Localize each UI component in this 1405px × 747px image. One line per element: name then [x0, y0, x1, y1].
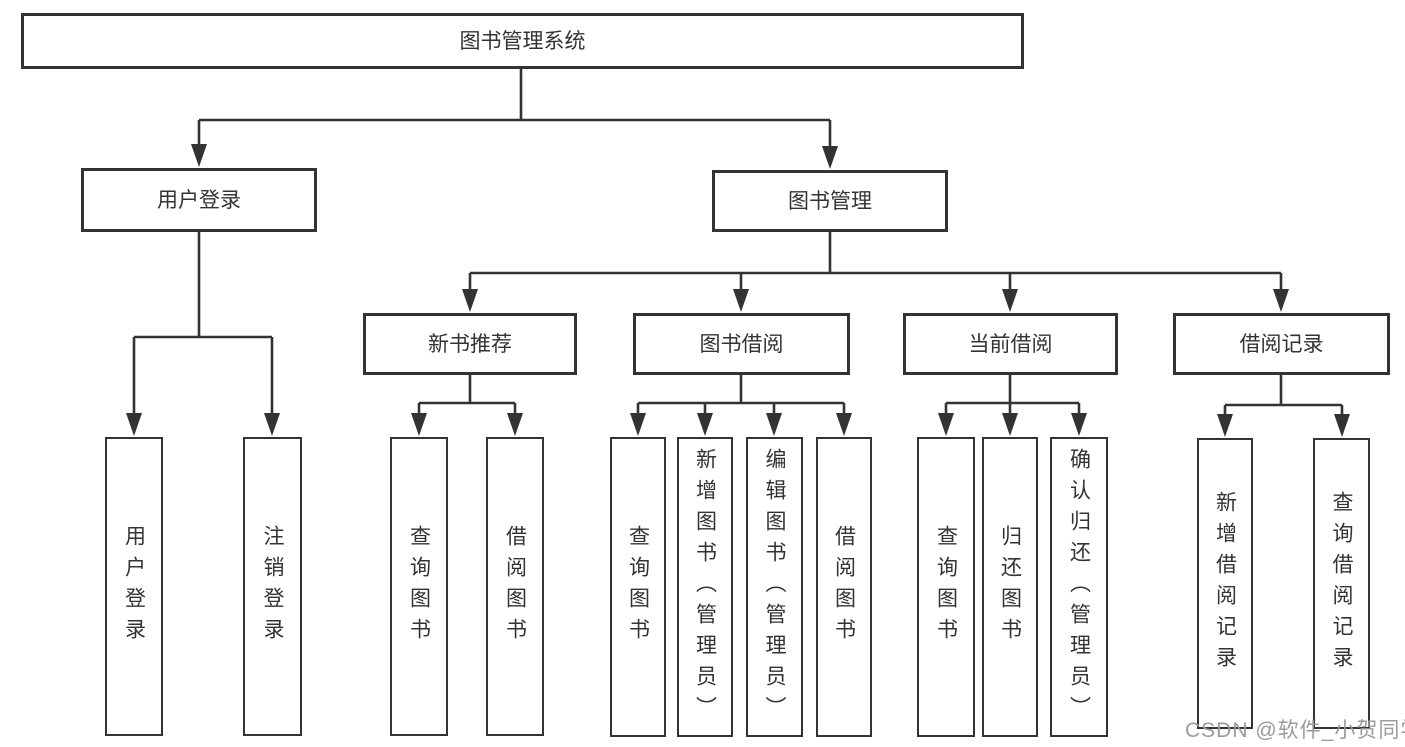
leaf-borrow-book-2: 借阅图书: [816, 437, 872, 737]
leaf-confirm-return-admin: 确认归还（管理员）: [1050, 437, 1108, 737]
leaf-query-book-2: 查询图书: [610, 437, 666, 737]
leaf-add-borrow-record: 新增借阅记录: [1197, 438, 1253, 729]
node-book-management: 图书管理: [712, 170, 948, 232]
leaf-user-login: 用户登录: [105, 437, 163, 736]
leaf-query-book-1: 查询图书: [390, 437, 448, 736]
arrowhead-icons: [126, 144, 1350, 437]
leaf-logout-login: 注销登录: [243, 437, 302, 736]
node-current-borrow: 当前借阅: [903, 313, 1118, 375]
leaf-borrow-book-1: 借阅图书: [486, 437, 544, 736]
leaf-add-book-admin: 新增图书（管理员）: [677, 437, 733, 737]
node-new-book-recommend: 新书推荐: [363, 313, 577, 375]
leaf-query-borrow-record: 查询借阅记录: [1313, 438, 1370, 729]
node-library-system: 图书管理系统: [21, 13, 1024, 69]
leaf-query-book-3: 查询图书: [917, 437, 975, 737]
node-book-borrow: 图书借阅: [633, 313, 850, 375]
leaf-edit-book-admin: 编辑图书（管理员）: [746, 437, 803, 737]
node-user-login: 用户登录: [81, 168, 317, 232]
leaf-return-book: 归还图书: [982, 437, 1038, 737]
connector-path: [132, 69, 1344, 415]
node-borrow-records: 借阅记录: [1173, 313, 1390, 375]
watermark: CSDN @软件_小贺同学: [1185, 719, 1405, 742]
